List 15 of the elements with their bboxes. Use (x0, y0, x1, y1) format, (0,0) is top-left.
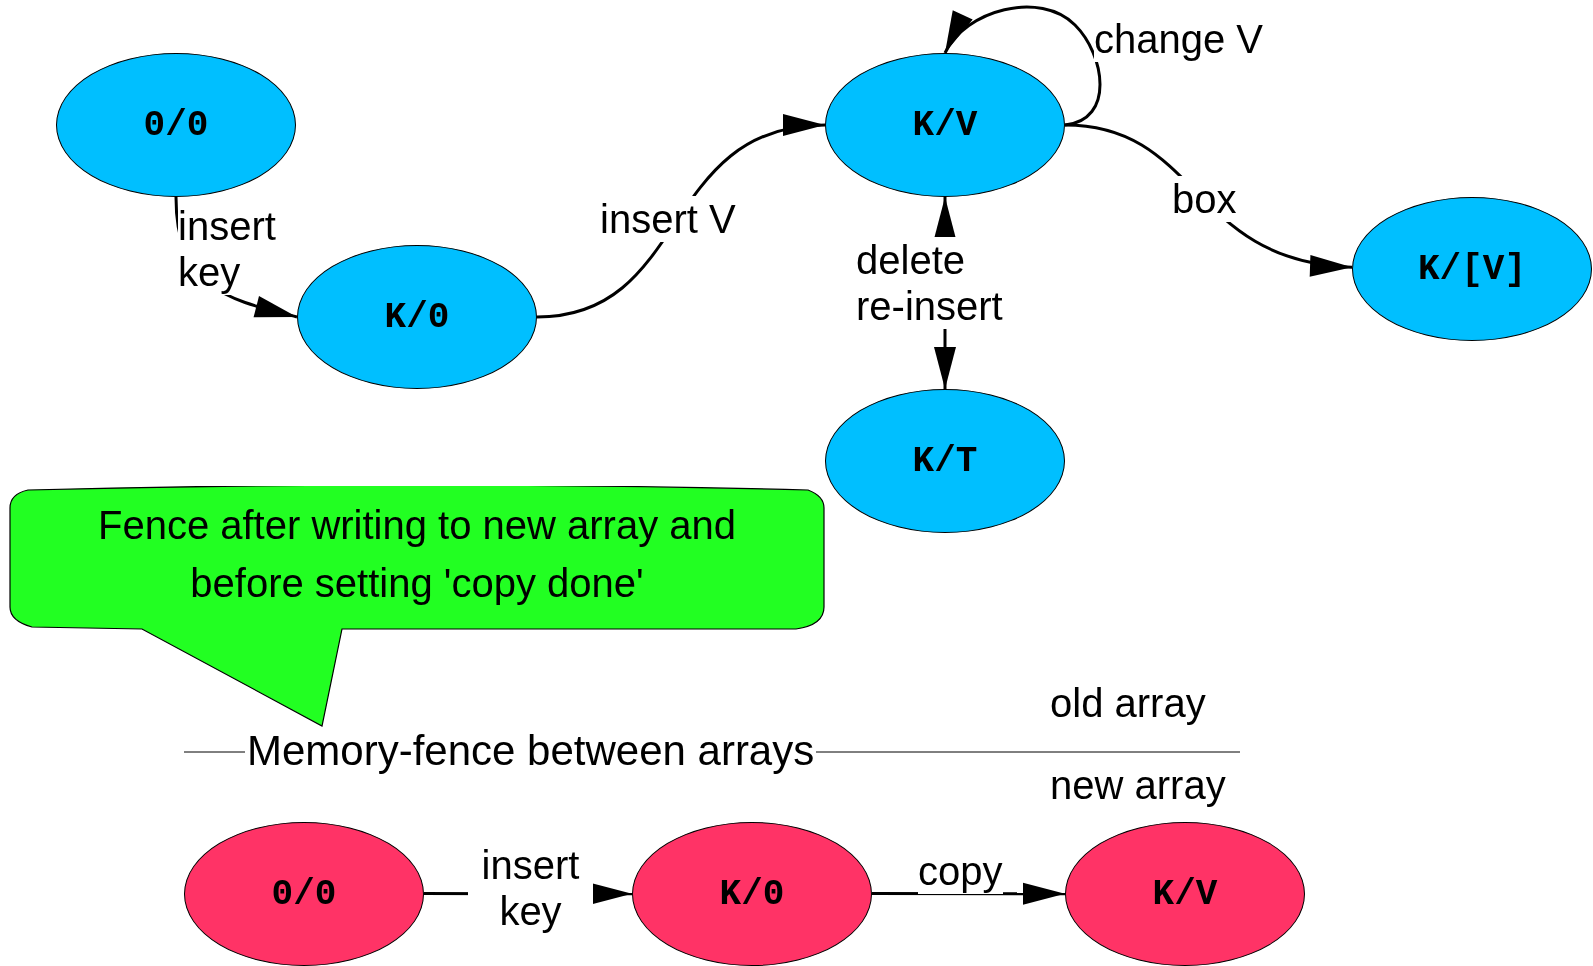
arrow (943, 5, 1102, 127)
edge-label: box (1172, 176, 1237, 222)
callout-bubble (8, 486, 826, 728)
state-label: K/V (912, 104, 978, 146)
region-label: old array (1049, 680, 1207, 726)
state-label: 0/0 (143, 104, 209, 146)
region-label: new array (1049, 762, 1227, 808)
state-label: K/0 (719, 873, 785, 915)
state-label: K/V (1152, 873, 1218, 915)
callout-text: Fence after writing to new array and before setting 'copy done' (96, 502, 738, 607)
state-label: K/[V] (1418, 248, 1526, 290)
arrow (872, 882, 1065, 905)
state-label: K/T (912, 440, 978, 482)
state-label: 0/0 (271, 873, 337, 915)
state-label: K/0 (384, 296, 450, 338)
